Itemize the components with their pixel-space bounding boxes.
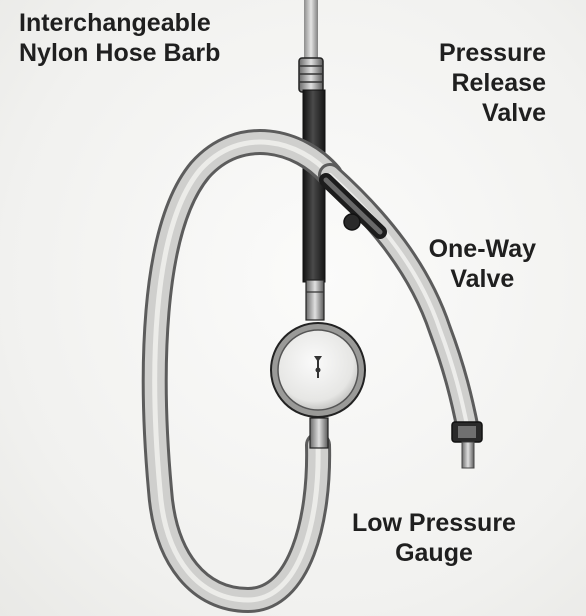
top-fitting: [298, 57, 324, 93]
label-gauge-line2: Gauge: [395, 539, 473, 567]
label-gauge-line1: Low Pressure: [352, 509, 516, 537]
lower-collar: [305, 279, 325, 321]
label-pressure-release-line3: Valve: [482, 99, 546, 127]
label-one-way-line2: Valve: [450, 265, 515, 293]
pressure-release-valve: [319, 173, 387, 239]
label-low-pressure-gauge: Low Pressure Gauge: [352, 508, 516, 568]
label-hose-barb-line1: Interchangeable: [19, 9, 211, 37]
main-tube: [302, 89, 326, 283]
label-pressure-release-line1: Pressure: [438, 39, 546, 67]
label-pressure-release-valve: Pressure Release Valve: [439, 38, 546, 128]
label-one-way-valve: One-Way Valve: [429, 234, 536, 294]
label-pressure-release-line2: Release: [451, 69, 546, 97]
label-hose-barb-line2: Nylon Hose Barb: [19, 39, 221, 67]
one-way-valve-fitting: [451, 421, 483, 469]
gauge-stem: [309, 417, 329, 449]
gauge-body: [270, 322, 366, 418]
hose-barb-tip: [304, 0, 318, 62]
label-one-way-line1: One-Way: [428, 235, 536, 263]
flexible-hose: [141, 129, 343, 614]
label-hose-barb: Interchangeable Nylon Hose Barb: [19, 8, 220, 68]
